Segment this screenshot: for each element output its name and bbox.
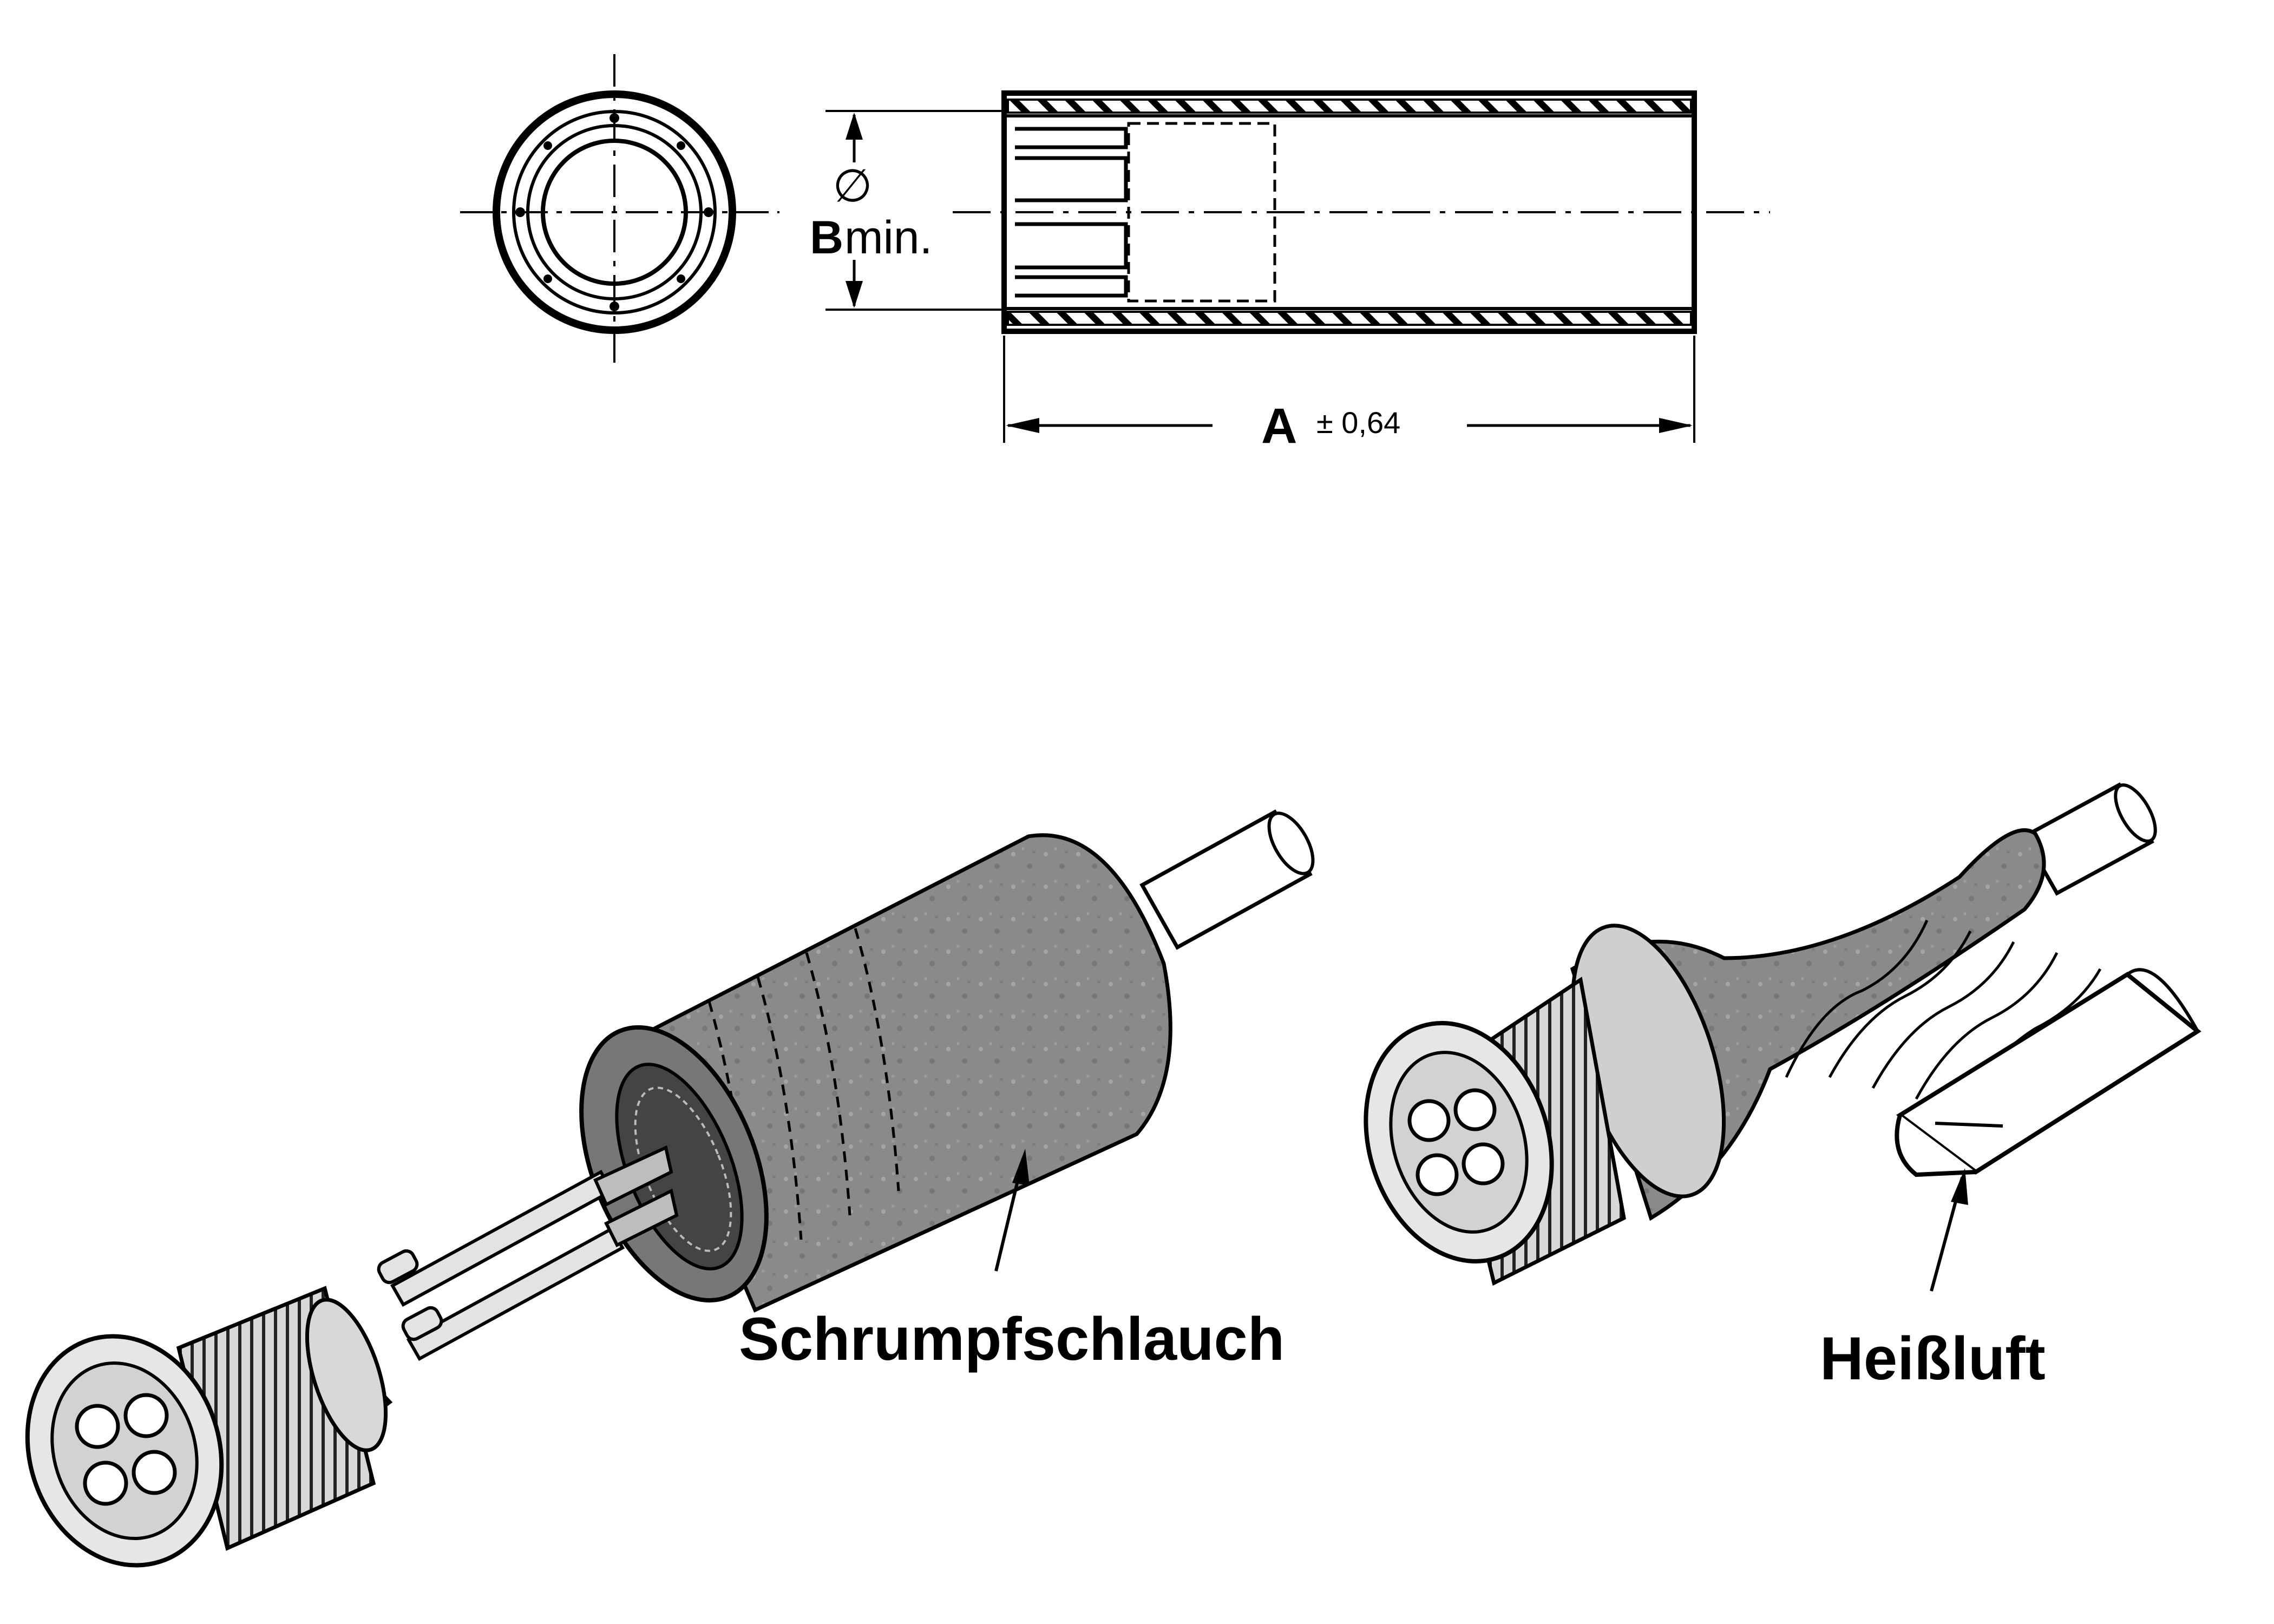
sleeve-outline: [1001, 90, 1697, 334]
sleeve-side-section: ∅ B min. A ± 0,64: [810, 90, 1770, 454]
dimension-b: [825, 110, 1001, 311]
end-view-ring-3: [526, 124, 703, 300]
circular-connector-right: [1364, 924, 1726, 1286]
sleeve-leader: [994, 1149, 1030, 1272]
internal-insert-dashed: [1127, 122, 1276, 303]
connector-assembly-after: Heißluft: [1364, 782, 2201, 1392]
label-schrumpfschlauch: Schrumpfschlauch: [739, 1305, 1285, 1373]
connector-pin-holes-right: [1407, 1088, 1505, 1196]
heat-gun-nozzle: [1895, 968, 2201, 1177]
heat-shrink-sleeve: [636, 833, 1172, 1313]
dim-b-suffix: min.: [844, 212, 932, 264]
circular-connector: [25, 1286, 393, 1568]
end-view-inner-ring: [541, 139, 688, 286]
heat-leader: [1930, 1168, 1968, 1292]
cable-right: [2022, 782, 2157, 896]
label-heissluft: Heißluft: [1820, 1325, 2046, 1392]
dim-b-letter: B: [810, 212, 843, 264]
sleeve-end-view: [460, 54, 779, 365]
dim-a-tolerance: ± 0,64: [1316, 405, 1400, 440]
end-view-ring-2: [512, 110, 717, 315]
dim-a-letter: A: [1261, 398, 1297, 454]
end-view-outer-ring: [493, 90, 736, 334]
connector-assembly-before: Schrumpfschlauch: [25, 809, 1315, 1568]
sleeve-wall-top: [1007, 99, 1692, 114]
internal-slots: [1015, 127, 1128, 298]
dimension-a: [1003, 336, 1695, 443]
cable-left: [1139, 809, 1315, 950]
sleeve-inner-thread: [634, 1086, 732, 1252]
diameter-symbol: ∅: [833, 160, 872, 211]
contact-pins: [377, 1145, 679, 1361]
end-view-contact-dots: [515, 113, 713, 311]
sleeve-wall-bottom: [1007, 311, 1692, 326]
hot-air-lines: [1785, 919, 2102, 1111]
connector-pin-holes: [75, 1393, 177, 1506]
